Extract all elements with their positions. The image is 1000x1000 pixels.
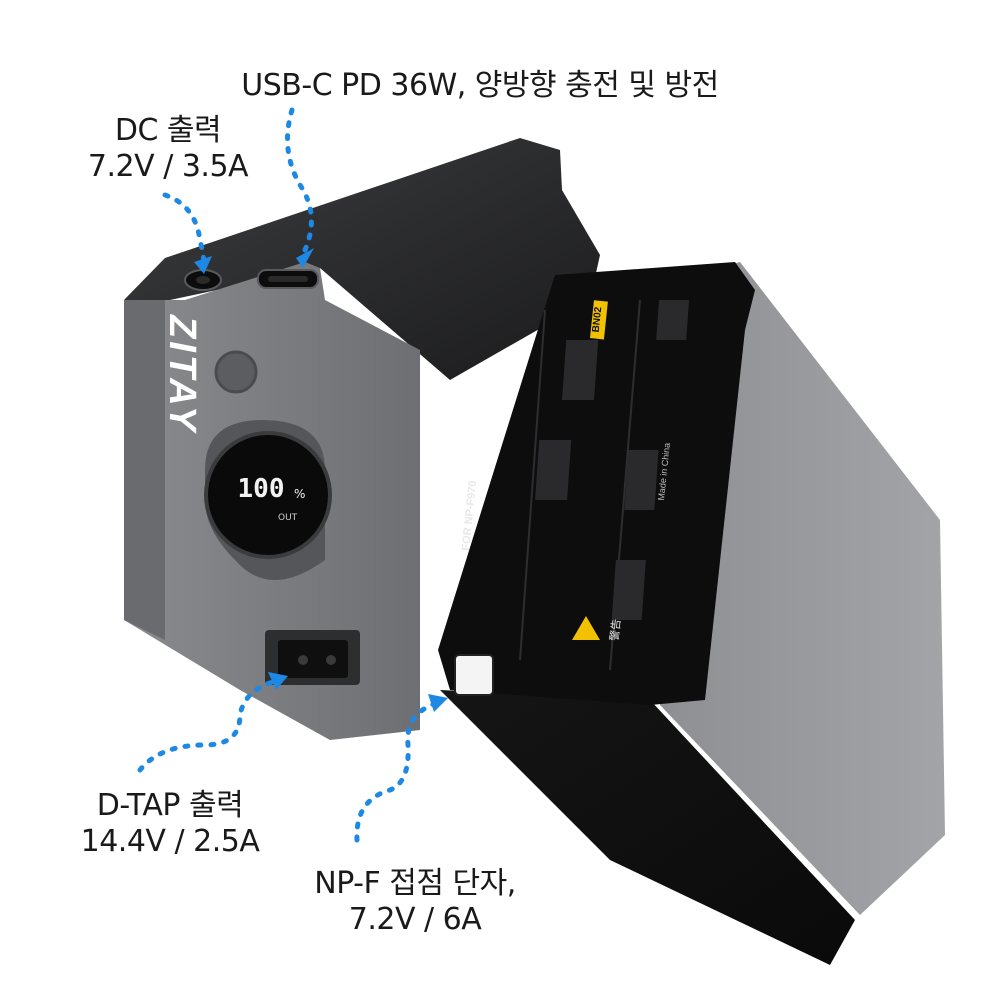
callout-usbc: USB-C PD 36W, 양방향 충전 및 방전 — [200, 68, 760, 104]
callout-usbc-title: USB-C PD 36W, 양방향 충전 및 방전 — [241, 68, 719, 103]
display-value: 100 — [237, 474, 285, 504]
dc-port — [184, 269, 222, 291]
callout-dtap-value: 14.4V / 2.5A — [80, 824, 260, 859]
usb-c-port — [257, 269, 319, 289]
left-battery-top-face — [124, 138, 600, 380]
npf-contact-terminal — [454, 654, 494, 696]
callout-dc-output: DC 출력 7.2V / 3.5A — [68, 113, 268, 185]
battery-level-display — [204, 431, 332, 559]
power-button — [214, 350, 258, 394]
right-battery-label-panel — [438, 262, 755, 705]
callout-dc-value: 7.2V / 3.5A — [87, 149, 249, 184]
callout-dc-title: DC 출력 — [114, 113, 222, 148]
callout-dtap-output: D-TAP 출력 14.4V / 2.5A — [60, 788, 280, 860]
arrow-npf — [354, 699, 443, 843]
arrow-dtap — [137, 677, 283, 773]
callout-npf-value: 7.2V / 6A — [348, 902, 482, 937]
d-tap-port — [278, 640, 348, 678]
brand-logo: ZITAY — [161, 315, 203, 435]
callout-npf-terminal: NP-F 접점 단자, 7.2V / 6A — [290, 866, 540, 938]
warning-label: 警告 — [607, 618, 624, 642]
arrow-usbc — [285, 107, 314, 253]
callout-dtap-title: D-TAP 출력 — [96, 788, 244, 823]
display-unit: % — [294, 487, 306, 501]
display-mode: OUT — [278, 513, 298, 523]
callout-npf-title: NP-F 접점 단자, — [314, 866, 516, 901]
warning-icon — [572, 616, 600, 640]
